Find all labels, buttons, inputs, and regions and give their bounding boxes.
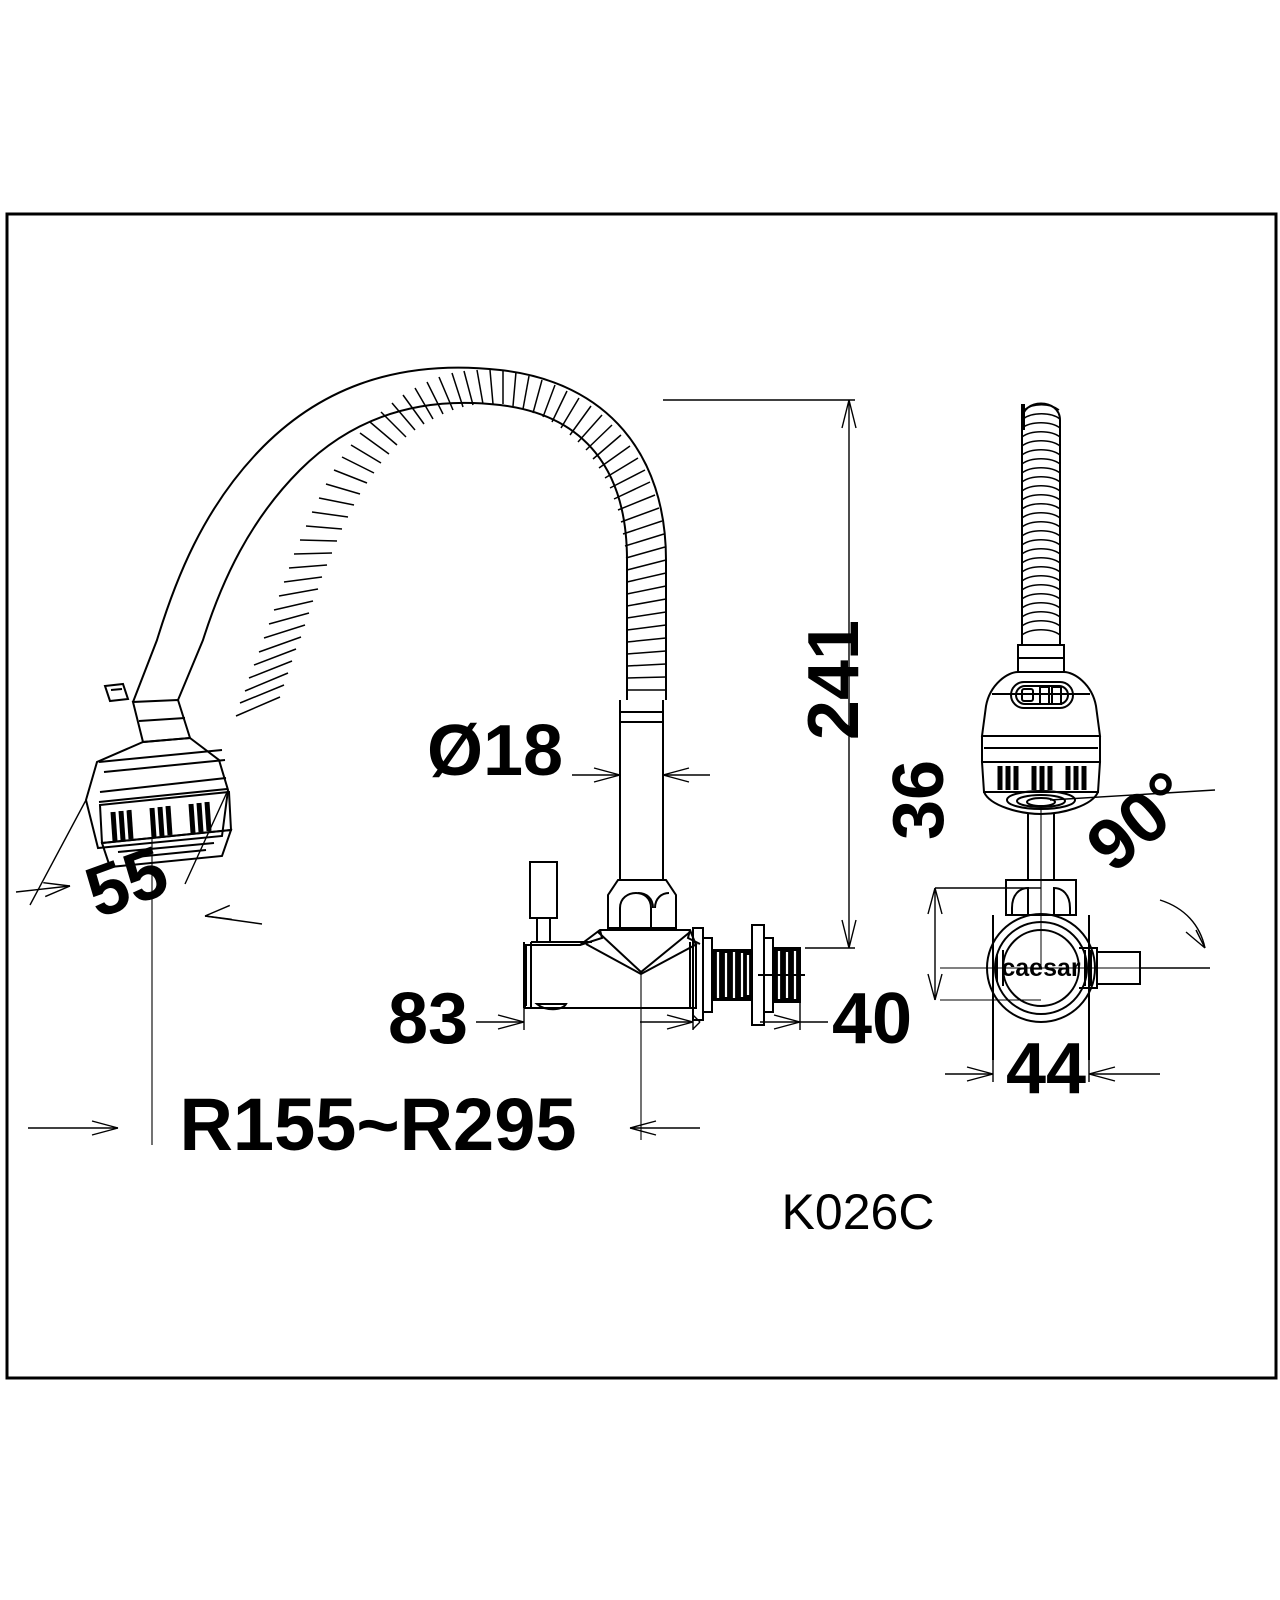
dimension-44-line bbox=[945, 1000, 1160, 1082]
dimension-55-line bbox=[15, 789, 263, 1145]
spout-tube bbox=[619, 700, 664, 880]
dimension-83-line bbox=[476, 1008, 694, 1030]
front-spray-head bbox=[980, 671, 1102, 816]
valve-body bbox=[523, 879, 701, 1011]
drawing-border bbox=[5, 212, 1278, 1380]
dimension-label-spout-height: 241 bbox=[794, 620, 874, 740]
dimension-radius-line bbox=[28, 974, 700, 1140]
brand-logo: caesar bbox=[1001, 954, 1081, 982]
dimension-label-swivel-radius: R155~R295 bbox=[179, 1083, 576, 1166]
toggle-switch[interactable] bbox=[1010, 681, 1074, 709]
threaded-shank bbox=[692, 924, 805, 1026]
dimension-241-line bbox=[663, 399, 857, 949]
dimension-label-head-offset: 36 bbox=[879, 760, 959, 840]
dimension-label-spout-diameter: Ø18 bbox=[427, 711, 563, 791]
spray-head bbox=[84, 682, 233, 869]
dimension-label-shank-length: 40 bbox=[832, 979, 912, 1059]
flexible-hose bbox=[132, 366, 667, 717]
dimension-40-line bbox=[692, 1002, 828, 1030]
dimension-d18-line bbox=[572, 767, 710, 783]
dimension-lines bbox=[15, 399, 1216, 1145]
side-view bbox=[84, 366, 805, 1026]
dimension-label-body-depth: 83 bbox=[388, 979, 468, 1059]
dimension-label-body-width: 44 bbox=[1006, 1029, 1086, 1109]
dimension-90deg-line bbox=[1049, 789, 1216, 969]
lever-handle bbox=[529, 861, 558, 942]
dimension-36-line bbox=[927, 810, 1042, 1001]
hose-ribs bbox=[248, 369, 667, 691]
model-number-label: K026C bbox=[782, 1184, 935, 1240]
front-view: caesar bbox=[940, 402, 1160, 1060]
